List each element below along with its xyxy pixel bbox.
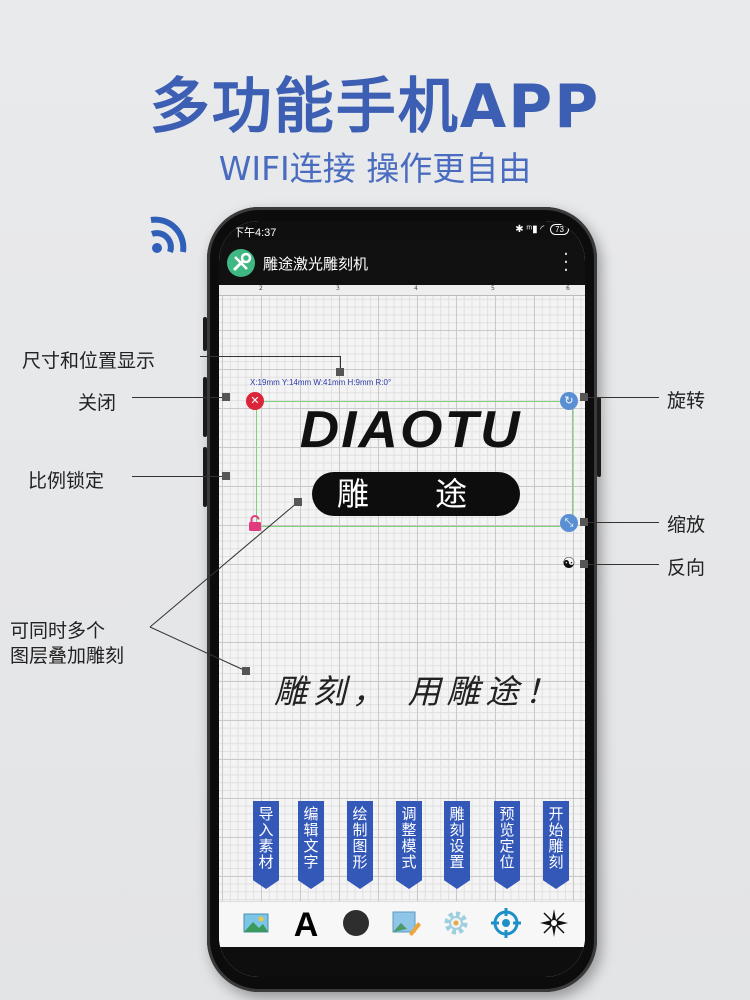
draw-shape-button[interactable]: 绘制图形: [347, 801, 373, 889]
callout-multi-layer-2: 图层叠加雕刻: [10, 645, 125, 667]
battery-icon: 73: [550, 224, 569, 235]
preview-position-button[interactable]: 预览定位: [494, 801, 520, 889]
headline: 多功能手机APP: [149, 72, 601, 142]
ruler-tick: 5: [491, 285, 495, 292]
adjust-mode-button[interactable]: 调整模式: [396, 801, 422, 889]
phone-screen: 下午4:37 ✱ ᵐ▮ ◜ 73 雕途激光雕刻机 ··· 2 3 4: [219, 221, 585, 977]
callout-ratio-lock: 比例锁定: [28, 470, 105, 492]
status-icons: ✱ ᵐ▮ ◜ 73: [515, 224, 569, 235]
scale-icon[interactable]: ⤡: [560, 514, 578, 532]
bottom-bezel: [219, 947, 585, 977]
engrave-settings-button[interactable]: 雕刻设置: [444, 801, 470, 889]
ruler-tick: 4: [414, 285, 418, 292]
canvas-script-text[interactable]: 雕刻， 用雕途！: [274, 672, 564, 711]
ruler-tick: 2: [259, 285, 263, 292]
crosshair-target-icon[interactable]: [489, 908, 523, 942]
canvas-logo-sub[interactable]: 雕 途: [312, 472, 520, 516]
start-engrave-button[interactable]: 开始雕刻: [543, 801, 569, 889]
image-icon[interactable]: [239, 908, 273, 942]
function-ribbons: 导入素材 编辑文字 绘制图形 调整模式 雕刻设置 预览定位 开始雕刻: [241, 801, 581, 897]
text-a-icon[interactable]: A: [293, 906, 319, 944]
subheadline: WIFI连接 操作更自由: [218, 149, 532, 188]
callout-multi-layer-1: 可同时多个: [10, 620, 106, 642]
more-vertical-icon[interactable]: ···: [563, 244, 569, 281]
app-title: 雕途激光雕刻机: [263, 256, 369, 273]
close-icon[interactable]: ✕: [246, 392, 264, 410]
callout-rotate: 旋转: [667, 390, 706, 412]
canvas-logo-brand[interactable]: DIAOTU: [299, 401, 522, 459]
callout-size-position: 尺寸和位置显示: [22, 350, 156, 372]
wrench-app-icon: [227, 249, 255, 277]
signal-wifi-icons: ✱ ᵐ▮ ◜: [515, 224, 545, 235]
wifi-icon: [150, 216, 187, 254]
status-bar: 下午4:37 ✱ ᵐ▮ ◜ 73: [219, 221, 585, 241]
callout-close: 关闭: [78, 392, 117, 414]
status-time: 下午4:37: [233, 227, 277, 239]
laser-star-icon[interactable]: [537, 908, 571, 942]
rotate-icon[interactable]: ↻: [560, 392, 578, 410]
top-ruler: 2 3 4 5 6: [219, 285, 585, 296]
settings-gear-icon[interactable]: [439, 908, 473, 942]
yin-yang-reverse-icon[interactable]: ☯: [562, 554, 576, 572]
import-material-button[interactable]: 导入素材: [253, 801, 279, 889]
selection-box[interactable]: [256, 401, 573, 527]
ruler-tick: 3: [336, 285, 340, 292]
edit-picture-icon[interactable]: [389, 908, 423, 942]
lock-icon[interactable]: [246, 514, 264, 532]
bottom-toolbar: A: [219, 901, 585, 948]
selection-info: X:19mm Y:14mm W:41mm H:9mm R:0°: [250, 378, 392, 387]
app-bar: 雕途激光雕刻机 ···: [219, 241, 585, 285]
callout-reverse: 反向: [667, 557, 706, 579]
ruler-tick: 6: [566, 285, 570, 292]
engraving-canvas[interactable]: 2 3 4 5 6 X:19mm Y:14mm W:41mm H:9mm R:0…: [219, 285, 585, 901]
edit-text-button[interactable]: 编辑文字: [298, 801, 324, 889]
circle-shape-icon[interactable]: [339, 908, 373, 942]
callout-scale: 缩放: [667, 514, 706, 536]
phone-frame: 下午4:37 ✱ ᵐ▮ ◜ 73 雕途激光雕刻机 ··· 2 3 4: [203, 207, 601, 992]
